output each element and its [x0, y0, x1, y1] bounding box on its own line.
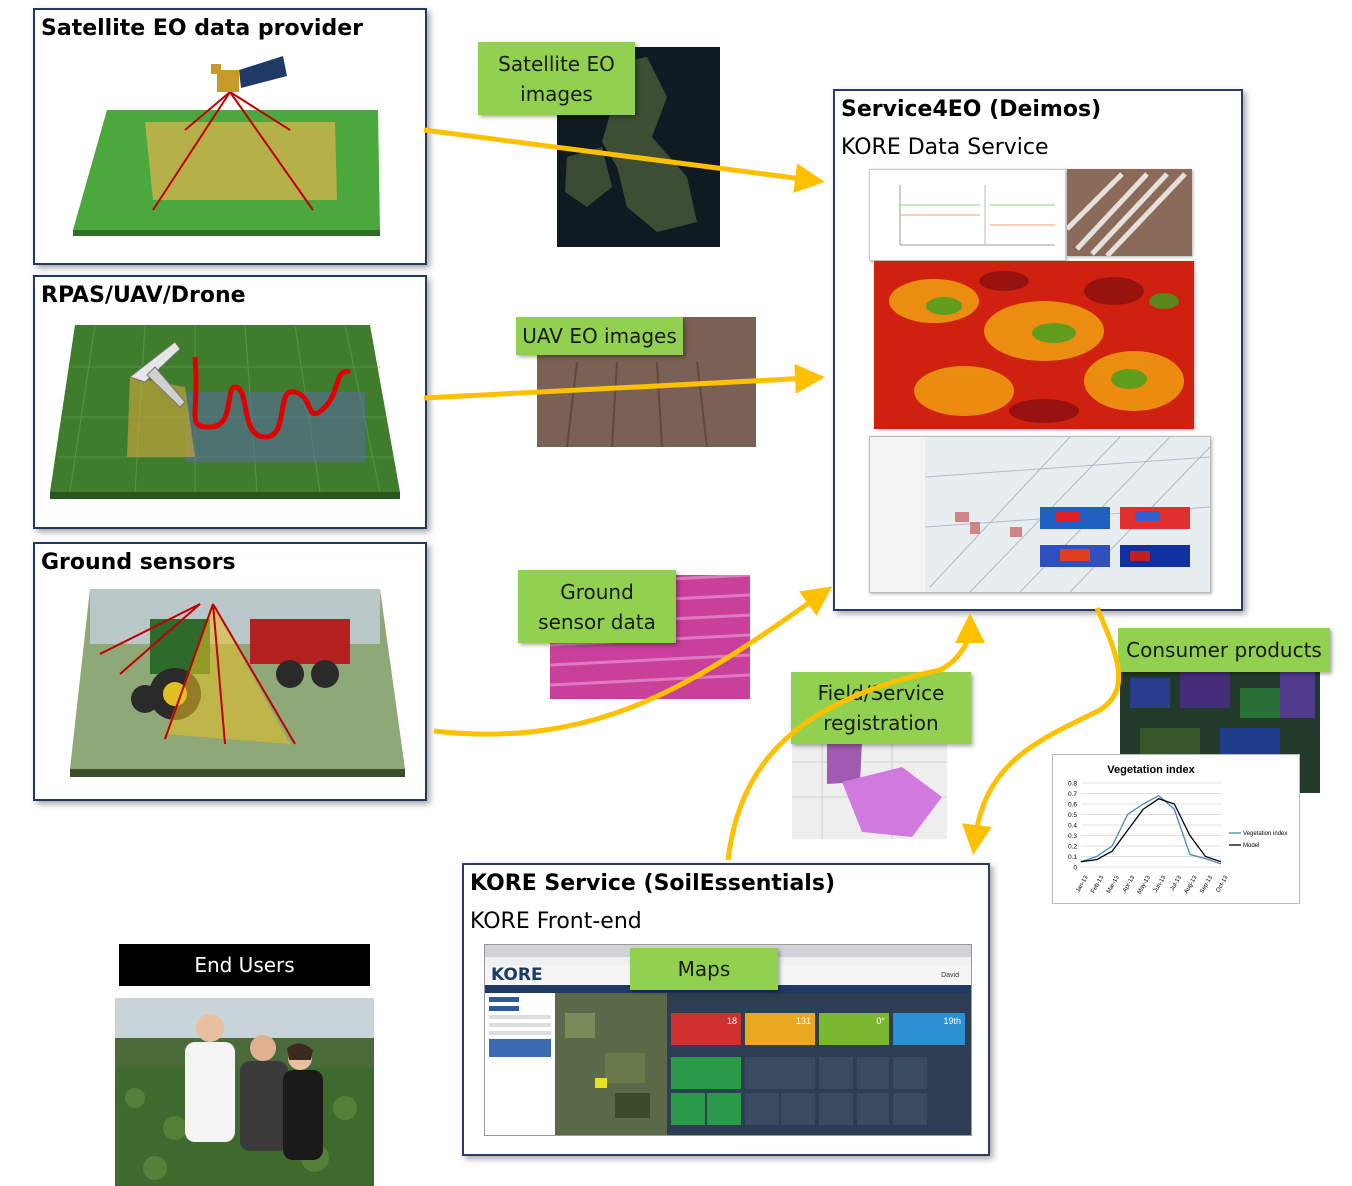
y-tick-label: 0.3 [1068, 833, 1077, 840]
service4eo-panel: Service4EO (Deimos) KORE Data Service [833, 89, 1243, 611]
mobile-tile[interactable] [857, 1093, 889, 1125]
series-line [1080, 794, 1222, 865]
nitrogen-tile[interactable] [707, 1093, 741, 1125]
plant-counting-tile[interactable] [857, 1057, 889, 1089]
harvest-tile[interactable] [893, 1057, 927, 1089]
night-sat-tile[interactable] [781, 1093, 815, 1125]
canopy-tile[interactable] [819, 1093, 853, 1125]
uav-panel-title: RPAS/UAV/Drone [41, 283, 246, 308]
field-pattern-screenshot [1067, 169, 1192, 256]
y-tick-label: 0 [1073, 865, 1077, 872]
x-tick-label: Oct-13 [1215, 874, 1230, 893]
tractor-icon [131, 619, 350, 720]
x-tick-label: Aug-13 [1184, 874, 1199, 894]
uav-panel: RPAS/UAV/Drone [33, 275, 427, 529]
kore-sidebar [485, 993, 556, 1135]
yield-tile[interactable] [819, 1057, 853, 1089]
drone-icon [128, 341, 186, 408]
x-tick-label: Jun-13 [1153, 874, 1168, 893]
ground-sensor-data-label: Ground sensor data [518, 570, 676, 643]
satellite-icon [211, 56, 287, 92]
x-tick-label: Jan-13 [1075, 874, 1090, 893]
maps-label: Maps [630, 948, 778, 990]
y-tick-label: 0.6 [1068, 802, 1077, 809]
alerts-tile[interactable]: 18 [671, 1013, 741, 1045]
kore-service-title: KORE Service (SoilEssentials) [470, 871, 835, 896]
ground-sensors-illustration [70, 589, 405, 777]
ground-sensors-panel: Ground sensors [33, 542, 427, 801]
end-users-photo [115, 998, 374, 1186]
y-tick-label: 0.1 [1068, 854, 1077, 861]
y-tick-label: 0.8 [1068, 781, 1077, 788]
uav-eo-images-label: UAV EO images [516, 317, 683, 355]
field-registration-label: Field/Service registration [791, 672, 971, 744]
y-tick-label: 0.2 [1068, 844, 1077, 851]
satellite-panel-title: Satellite EO data provider [41, 16, 363, 41]
gis-map-screenshot [869, 436, 1211, 593]
x-tick-label: Feb-13 [1091, 874, 1106, 894]
y-tick-label: 0.7 [1068, 791, 1077, 798]
kore-dashboard: 18 131 0° 19th [667, 993, 971, 1135]
satellite-illustration [73, 56, 380, 236]
person-icon [240, 1035, 288, 1151]
y-tick-label: 0.4 [1068, 823, 1077, 830]
vegetation-index-chart: Vegetation index 0 0.1 0.2 0.3 0.4 0.5 0.6 0.7 0.… [1052, 754, 1300, 904]
x-tick-label: Mar-13 [1106, 874, 1121, 894]
service4eo-subtitle: KORE Data Service [841, 135, 1049, 160]
biomass-tile[interactable] [671, 1093, 705, 1125]
service4eo-title: Service4EO (Deimos) [841, 97, 1102, 122]
chart-title: Vegetation index [1107, 764, 1195, 776]
x-tick-label: Sep-13 [1199, 874, 1214, 894]
calendar-value: 19th [943, 1016, 961, 1026]
kore-satellite-map [555, 993, 667, 1135]
alerts-count: 18 [726, 1016, 737, 1026]
apps-tile[interactable]: 131 [745, 1013, 815, 1045]
kore-user-name: David [941, 972, 959, 979]
satellite-eo-images-label: Satellite EO images [478, 42, 635, 115]
apps-count: 131 [795, 1016, 811, 1026]
person-icon [283, 1043, 323, 1160]
ground-panel-title: Ground sensors [41, 550, 236, 575]
weather-analysis-tile[interactable] [745, 1093, 779, 1125]
application-maps-tile[interactable] [745, 1057, 815, 1089]
y-tick-label: 0.5 [1068, 812, 1077, 819]
kore-logo: KORE [491, 965, 543, 985]
series-line [1080, 798, 1222, 863]
kore-service-panel: KORE Service (SoilEssentials) KORE Front… [462, 863, 990, 1156]
time-series-screenshot [869, 169, 1066, 261]
weather-tile[interactable]: 0° [819, 1013, 889, 1045]
legend-label: Vegetation index [1243, 831, 1287, 837]
uav-illustration [50, 324, 400, 499]
end-users-label: End Users [119, 944, 370, 986]
satellite-provider-panel: Satellite EO data provider [33, 8, 427, 265]
x-tick-label: Jul-13 [1170, 874, 1184, 892]
x-tick-label: May-13 [1137, 874, 1153, 895]
scouting-tile[interactable] [671, 1057, 741, 1089]
remote-delivery-tile[interactable] [893, 1093, 927, 1125]
consumer-products-label: Consumer products [1118, 628, 1330, 672]
kore-service-subtitle: KORE Front-end [470, 909, 642, 934]
field-registration-map [792, 742, 947, 839]
weather-value: 0° [876, 1016, 885, 1026]
calendar-tile[interactable]: 19th [893, 1013, 965, 1045]
vegetation-heatmap [874, 261, 1194, 429]
legend-label: Model [1243, 843, 1259, 849]
x-tick-label: Apr-13 [1122, 874, 1137, 893]
person-icon [185, 1014, 235, 1142]
